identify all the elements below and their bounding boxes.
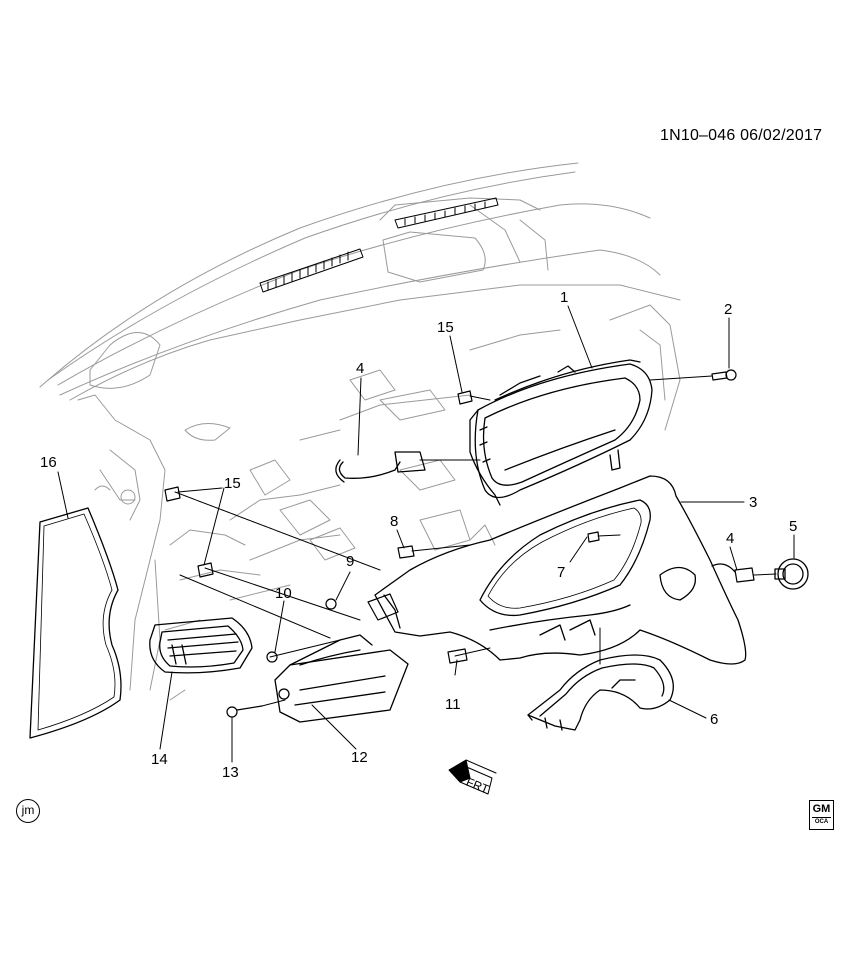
part-11-clip <box>447 648 468 664</box>
part-4b-harness-connector <box>711 563 755 583</box>
callout-4: 4 <box>356 360 364 377</box>
defrost-grille-left <box>259 248 364 293</box>
part-13-screw <box>226 705 263 718</box>
part-8-clip <box>397 545 415 559</box>
gm-logo: GM OCA <box>809 800 834 830</box>
part-16-end-panel <box>29 507 122 739</box>
part-10-fastener <box>266 651 278 663</box>
callout-3: 3 <box>749 494 757 511</box>
bracket <box>367 593 399 621</box>
part-4-wire-harness <box>335 451 426 483</box>
dashboard-outline <box>39 162 681 701</box>
callout-9: 9 <box>346 553 354 570</box>
callout-1: 1 <box>560 289 568 306</box>
document-code: 1N10–046 06/02/2017 <box>660 127 823 144</box>
callout-4b: 4 <box>726 530 734 547</box>
leader-lines <box>57 305 795 763</box>
forward-arrow-icon <box>448 759 497 795</box>
callout-11: 11 <box>445 696 461 713</box>
callout-16: 16 <box>40 454 57 471</box>
part-3-cluster-trim-bezel <box>374 475 747 665</box>
part-15-clips <box>164 390 473 578</box>
part-2-screw <box>711 369 737 381</box>
callout-2: 2 <box>724 301 732 318</box>
part-6-steering-column-cover <box>527 654 674 731</box>
callout-10: 10 <box>275 585 292 602</box>
callout-7: 7 <box>557 564 565 581</box>
gm-logo-subtext: OCA <box>812 817 831 826</box>
part-14-air-outlet <box>149 617 253 674</box>
callout-6: 6 <box>710 711 718 728</box>
callout-5: 5 <box>789 518 797 535</box>
defrost-grille-right <box>394 197 499 229</box>
callout-13: 13 <box>222 764 239 781</box>
callout-15: 15 <box>437 319 454 336</box>
gm-logo-text: GM <box>812 803 831 815</box>
callout-8: 8 <box>390 513 398 530</box>
jm-badge: jm <box>16 799 40 823</box>
part-7-clip <box>587 531 600 543</box>
part-5-switch <box>774 558 809 590</box>
callout-14: 14 <box>151 751 168 768</box>
callout-15b: 15 <box>224 475 241 492</box>
part-9-fastener <box>325 598 337 610</box>
part-12-lower-trim <box>274 634 409 723</box>
part-1-instrument-cluster <box>469 359 653 506</box>
callout-12: 12 <box>351 749 368 766</box>
